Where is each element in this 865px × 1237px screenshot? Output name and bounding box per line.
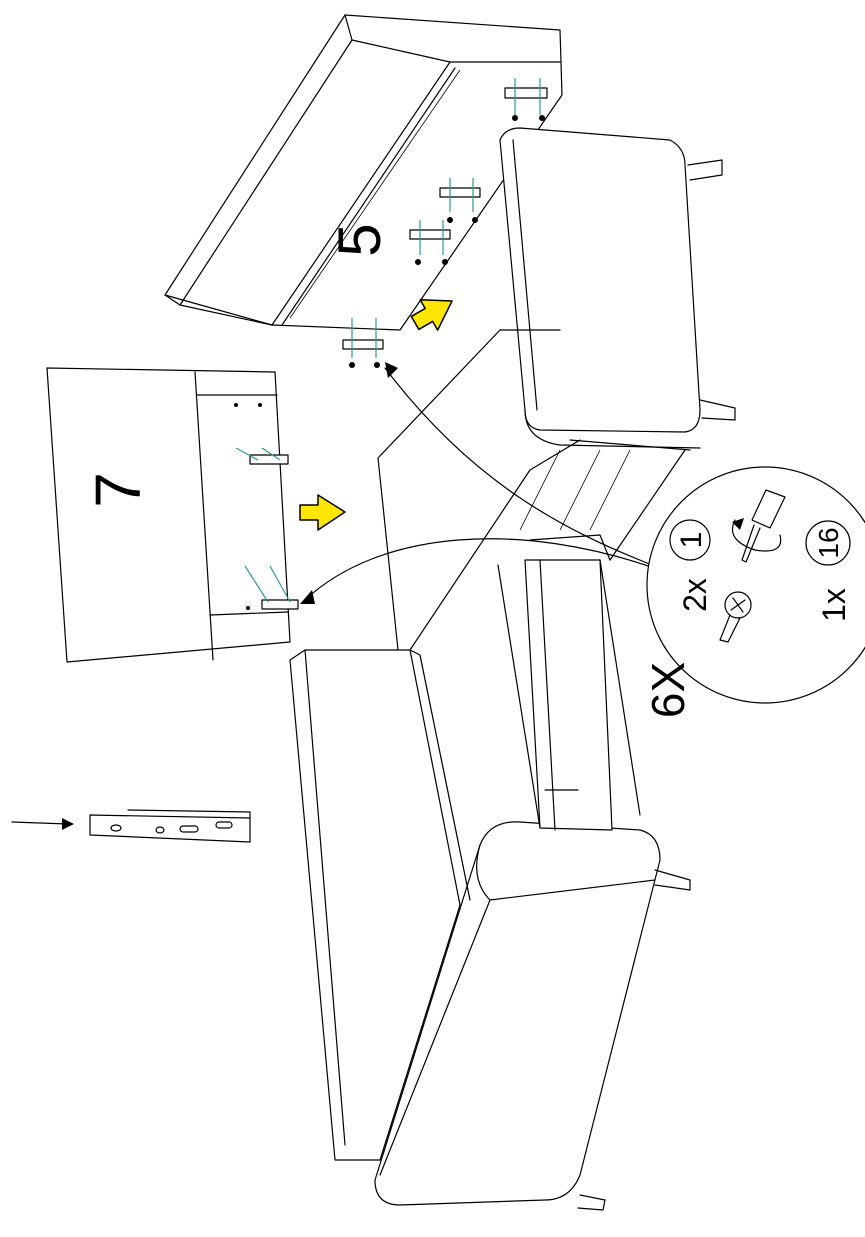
bracket-detail: [11, 809, 251, 843]
hardware-2-qty: 1x: [816, 588, 852, 622]
frame-lines: [377, 329, 691, 651]
armrest-left: [374, 821, 691, 1211]
armrest-right: [499, 127, 736, 449]
hardware-2-ref: 16: [813, 527, 844, 558]
bracket-icon: [244, 565, 299, 610]
backrest-brackets: [342, 78, 548, 368]
screwdriver-icon: [741, 489, 786, 563]
bracket-icon: [409, 220, 451, 265]
seat-base: [289, 534, 641, 1161]
leader-line-to-backrest: [384, 367, 661, 569]
backrest-panel-5: [164, 14, 563, 331]
bracket-icon: [342, 318, 384, 368]
leader-line-to-side-panel: [304, 538, 661, 601]
hardware-1-qty: 2x: [677, 578, 713, 612]
side-panel-brackets: [235, 447, 299, 610]
bracket-icon: [235, 447, 289, 465]
bracket-icon: [439, 178, 481, 223]
hardware-1-ref: 1: [675, 532, 708, 549]
direction-arrow-icon: [410, 299, 453, 331]
part-5-label: 5: [326, 223, 393, 256]
hardware-callout: 2x 1 1x 16: [646, 466, 865, 704]
rotation-arrow-icon: [731, 519, 782, 552]
bracket-icon: [504, 78, 548, 121]
side-panel-7: [46, 367, 291, 663]
part-7-label: 7: [82, 472, 154, 508]
direction-arrow-icon: [299, 494, 346, 531]
screw-icon: [719, 591, 752, 643]
quantity-label: 6X: [642, 662, 694, 718]
